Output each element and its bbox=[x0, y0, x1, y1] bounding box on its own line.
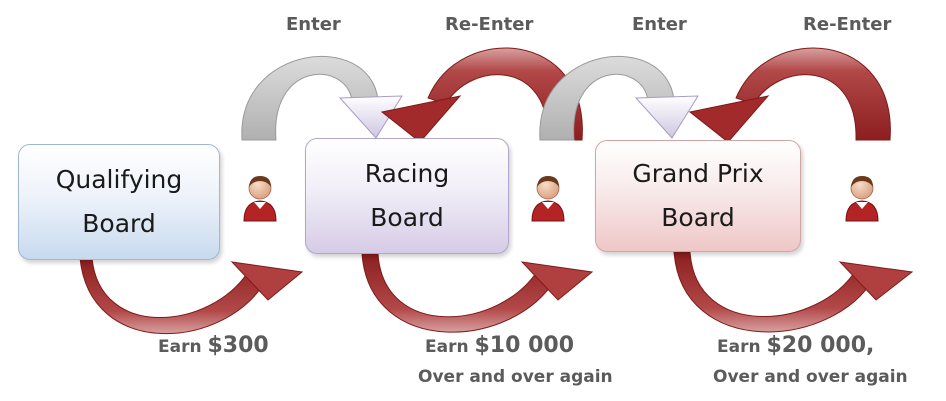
reward-prefix: Earn bbox=[717, 337, 761, 357]
enter-label-2: Enter bbox=[632, 14, 687, 35]
grand-prix-board: Grand Prix Board bbox=[595, 140, 801, 252]
grand-prix-board-label: Grand Prix Board bbox=[632, 159, 764, 232]
reenter-arrow-2 bbox=[688, 47, 891, 143]
earn-arrow-3 bbox=[673, 251, 914, 333]
qualifying-board: Qualifying Board bbox=[18, 144, 220, 260]
reward-prefix: Earn bbox=[425, 337, 469, 357]
user-icon bbox=[243, 175, 277, 222]
racing-board-label: Racing Board bbox=[364, 159, 450, 232]
earn-arrow-1 bbox=[79, 257, 304, 334]
reward-amount: $20 000, bbox=[766, 333, 875, 358]
reward-prefix: Earn bbox=[158, 337, 202, 357]
reenter-label-2: Re-Enter bbox=[803, 14, 892, 35]
enter-arrow-2 bbox=[539, 56, 699, 141]
reward-grand-prix-note: Over and over again bbox=[713, 367, 908, 387]
earn-arrow-2 bbox=[361, 253, 594, 333]
reward-qualifying: Earn $300 bbox=[158, 333, 269, 358]
enter-label-1: Enter bbox=[286, 14, 341, 35]
user-icon bbox=[531, 175, 565, 222]
qualifying-board-label: Qualifying Board bbox=[55, 165, 183, 238]
enter-arrow-1 bbox=[241, 56, 403, 141]
reward-racing: Earn $10 000 bbox=[425, 333, 574, 358]
reenter-arrow-1 bbox=[380, 47, 583, 143]
reward-amount: $10 000 bbox=[474, 333, 575, 358]
user-icon bbox=[845, 175, 879, 222]
reenter-label-1: Re-Enter bbox=[445, 14, 534, 35]
reward-amount: $300 bbox=[207, 333, 269, 358]
reward-racing-note: Over and over again bbox=[418, 367, 613, 387]
reward-grand-prix: Earn $20 000, bbox=[717, 333, 874, 358]
racing-board: Racing Board bbox=[305, 138, 509, 254]
